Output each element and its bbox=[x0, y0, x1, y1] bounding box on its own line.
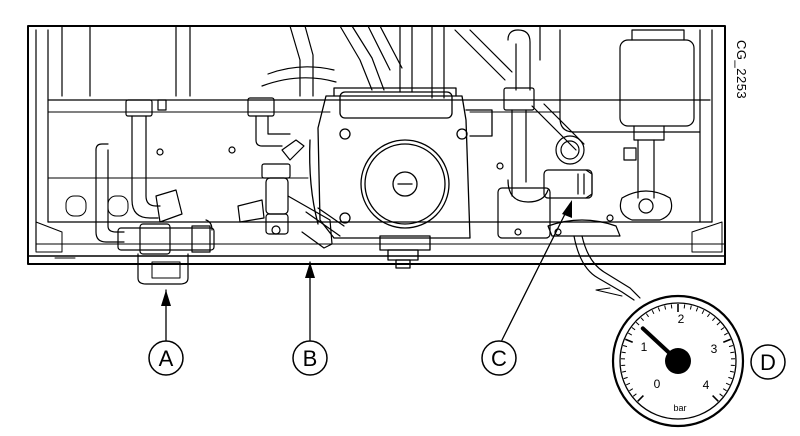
gauge-tick bbox=[671, 304, 672, 308]
gauge-unit-label: bar bbox=[673, 403, 686, 413]
gauge-label-0: 0 bbox=[654, 377, 661, 391]
figure-reference-code: CG_2253 bbox=[734, 40, 749, 99]
gauge-label-2: 2 bbox=[678, 312, 685, 326]
gauge-label-4: 4 bbox=[703, 378, 710, 392]
gauge-capillary bbox=[574, 236, 640, 300]
drain-valve bbox=[238, 98, 344, 248]
callout-d: D bbox=[751, 345, 785, 379]
callout-c: C bbox=[482, 341, 516, 375]
pressure-gauge: 0 1 2 3 4 bar bbox=[613, 296, 743, 426]
gauge-needle-hub bbox=[665, 348, 691, 374]
upper-pipework bbox=[62, 26, 540, 98]
gauge-label-3: 3 bbox=[711, 342, 718, 356]
circulation-pump bbox=[310, 88, 492, 268]
callout-b: B bbox=[293, 341, 327, 375]
gauge-tick bbox=[730, 352, 734, 353]
callout-c-label: C bbox=[491, 346, 507, 371]
expansion-vessel bbox=[560, 30, 700, 220]
gauge-label-1: 1 bbox=[641, 340, 648, 354]
arrowhead-c bbox=[562, 200, 572, 218]
callout-leaders bbox=[166, 204, 570, 340]
arrowhead-a bbox=[161, 290, 171, 306]
callout-a-label: A bbox=[159, 346, 174, 371]
callout-a: A bbox=[149, 341, 183, 375]
leader-arrowheads bbox=[161, 200, 572, 306]
gauge-tick bbox=[622, 352, 626, 353]
callout-d-label: D bbox=[760, 350, 776, 375]
callout-b-label: B bbox=[303, 346, 318, 371]
right-valve-assembly bbox=[497, 88, 620, 238]
gauge-tick bbox=[684, 304, 685, 308]
